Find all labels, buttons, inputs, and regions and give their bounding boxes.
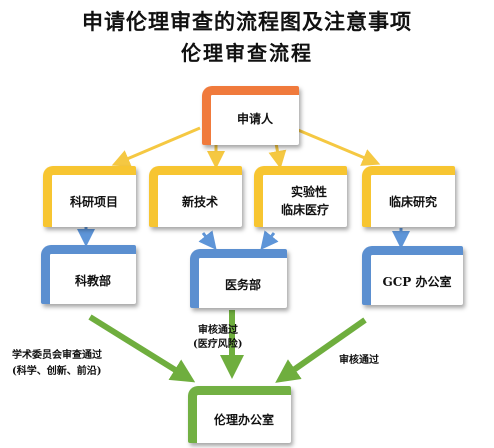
new-technology-label: 新技术	[181, 195, 218, 209]
medical-affairs-node: 医务部	[190, 249, 287, 308]
page-title: 申请伦理审查的流程图及注意事项	[82, 9, 412, 34]
medical-affairs-label: 医务部	[224, 278, 261, 292]
arrow-applicant-to-research-project	[111, 126, 201, 167]
applicant-node: 申请人	[202, 86, 299, 145]
research-project-label: 科研项目	[69, 195, 118, 209]
edge-label-right: 审核通过	[339, 355, 379, 366]
arrow-new-tech-to-medical	[198, 230, 217, 251]
arrow-gcp-to-ethics	[275, 317, 367, 383]
edge-label-middle-line2: (医疗风险)	[193, 339, 243, 350]
edge-label-middle-line1: 审核通过	[198, 325, 238, 336]
clinical-research-node: 临床研究	[362, 166, 455, 227]
edge-label-left-line1: 学术委员会审查通过	[12, 350, 102, 361]
clinical-research-label: 临床研究	[388, 195, 437, 209]
experimental-label-line1: 实验性	[290, 185, 327, 199]
experimental-clinical-node: 实验性 临床医疗	[254, 166, 347, 227]
ethics-office-node: 伦理办公室	[188, 386, 291, 443]
gcp-office-node: GCP 办公室	[362, 246, 463, 305]
ethics-office-label: 伦理办公室	[213, 413, 274, 427]
arrow-experimental-to-medical	[260, 230, 279, 251]
new-technology-node: 新技术	[149, 166, 242, 227]
research-project-node: 科研项目	[43, 166, 136, 227]
page-subtitle: 伦理审查流程	[181, 41, 313, 65]
science-education-label: 科教部	[74, 274, 111, 288]
arrow-science-edu-to-ethics	[88, 314, 196, 383]
experimental-label-line2: 临床医疗	[280, 203, 329, 217]
gcp-office-label: GCP 办公室	[382, 275, 452, 289]
applicant-label: 申请人	[236, 112, 273, 126]
arrow-applicant-to-experimental	[268, 142, 287, 169]
science-education-node: 科教部	[41, 245, 136, 304]
edge-label-left-line2: (科学、创新、前沿)	[12, 366, 102, 377]
arrow-applicant-to-clinical-research	[297, 128, 381, 166]
